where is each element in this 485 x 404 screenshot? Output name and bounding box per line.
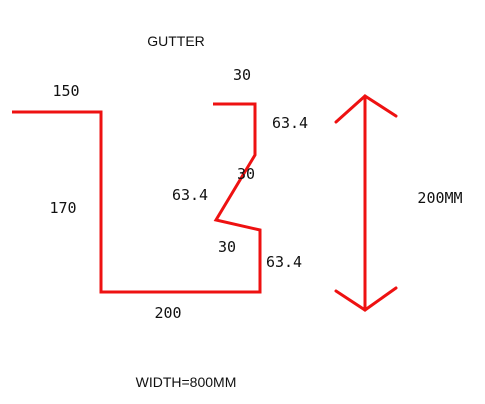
dimension-left-side: 170 xyxy=(49,199,76,217)
drawing-title: GUTTER xyxy=(147,33,205,49)
dimension-bottom: 200 xyxy=(154,304,181,322)
gutter-profile xyxy=(12,102,262,294)
dimension-upper-step: 30 xyxy=(237,165,255,183)
dimension-lower-step: 30 xyxy=(218,238,236,256)
dimension-top-return: 30 xyxy=(233,66,251,84)
height-dimension-arrow xyxy=(334,94,398,312)
dimension-middle-slope: 63.4 xyxy=(172,186,208,204)
dimension-lower-slope: 63.4 xyxy=(266,253,302,271)
dimension-upper-slope: 63.4 xyxy=(272,114,308,132)
height-label: 200MM xyxy=(417,189,462,207)
dimension-top-flange: 150 xyxy=(52,82,79,100)
width-label: WIDTH=800MM xyxy=(136,374,237,390)
